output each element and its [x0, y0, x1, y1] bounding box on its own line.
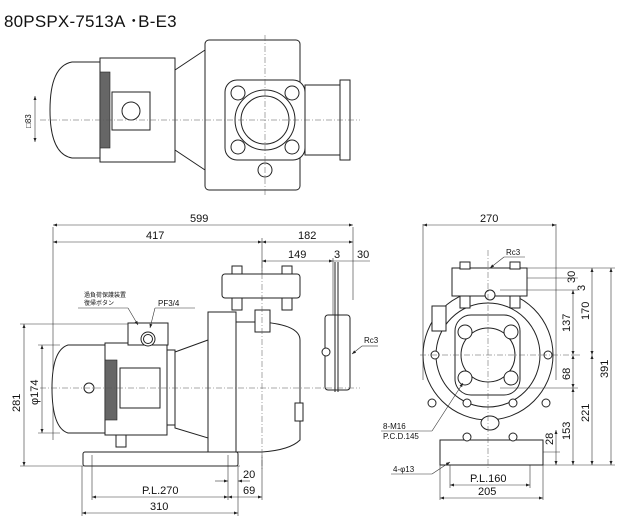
dim-182: 182 [298, 230, 316, 242]
pcd-label: P.C.D.145 [383, 432, 419, 441]
dim-pl-270: P.L.270 [142, 485, 179, 497]
dim-281: 281 [11, 394, 23, 412]
bolts-label: 8-M16 [383, 422, 406, 431]
dim-68: 68 [561, 368, 573, 380]
dim-270: 270 [480, 213, 498, 225]
dim-3: 3 [576, 285, 588, 291]
motor-fins [99, 71, 111, 149]
terminal-box [111, 91, 151, 131]
dim-149: 149 [288, 249, 306, 261]
motor-fins [104, 359, 118, 421]
dim-391: 391 [599, 360, 611, 378]
dim-137: 137 [561, 314, 573, 332]
discharge-flange-top [221, 273, 301, 299]
drain-plug [480, 415, 500, 431]
bracket [174, 49, 206, 171]
bracket [174, 339, 209, 439]
dim-599: 599 [190, 213, 208, 225]
conduit-label: PF3/4 [158, 299, 180, 308]
overload-label-1: 過負荷保護装置 [84, 291, 126, 299]
dim-221: 221 [580, 404, 592, 422]
motor-fan-cover [49, 61, 101, 159]
dim-motor-dia: φ174 [29, 380, 41, 406]
dim-20: 20 [243, 469, 255, 481]
port-label: Rc3 [506, 248, 521, 257]
port-plug [321, 347, 331, 357]
end-view: 270 30 3 137 68 153 28 [381, 213, 615, 500]
dim-153: 153 [561, 422, 573, 440]
holes-label: 4-φ13 [393, 465, 415, 474]
port-label: Rc3 [364, 336, 379, 345]
dim-30: 30 [357, 249, 369, 261]
top-view: □83 [24, 35, 360, 195]
dim-310: 310 [150, 501, 168, 513]
dim-28: 28 [544, 433, 556, 445]
pump-volute [235, 321, 301, 453]
square-size-label: □83 [24, 114, 33, 128]
dim-205: 205 [478, 486, 496, 498]
dim-3: 3 [334, 249, 340, 261]
side-view: 599 417 182 149 3 30 [11, 213, 379, 516]
drawing-title: 80PSPX-7513A ･B-E3 [4, 12, 177, 31]
dim-69: 69 [243, 485, 255, 497]
motor-fan-cover [51, 344, 106, 434]
dim-pl-160: P.L.160 [470, 473, 507, 485]
base-plate [82, 451, 239, 467]
base-plate [439, 439, 544, 466]
overload-label-2: 復帰ボタン [84, 299, 114, 307]
dim-170: 170 [580, 302, 592, 320]
pump-casing [207, 311, 237, 453]
priming-plug [431, 305, 447, 332]
discharge-flange [451, 267, 528, 297]
dim-30: 30 [566, 271, 578, 283]
dim-417: 417 [146, 230, 164, 242]
